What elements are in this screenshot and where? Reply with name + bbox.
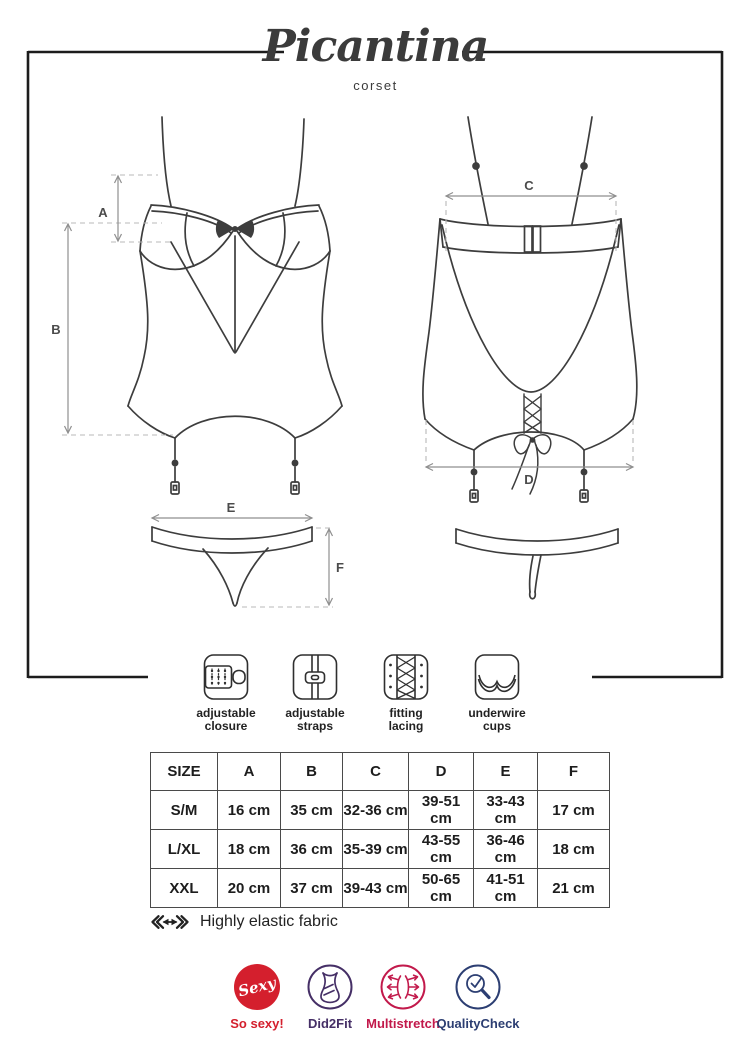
panties-front-drawing [151, 526, 313, 607]
badge-label: Multistretch [366, 1016, 440, 1031]
badge-so-sexy: Sexy So sexy! [209, 964, 305, 1031]
brand-logo: Picantina corset [0, 18, 751, 93]
measure-label-b: B [51, 322, 60, 337]
dimension-extension-lines [62, 174, 634, 608]
did2fit-icon [307, 964, 353, 1010]
col-header-f: F [537, 752, 610, 791]
col-header-b: B [280, 752, 343, 791]
col-header-a: A [217, 752, 281, 791]
garter-strap [469, 449, 479, 503]
dimension-lines [63, 174, 635, 607]
badge-did2fit: Did2Fit [282, 964, 378, 1031]
measure-label-e: E [227, 500, 236, 515]
multistretch-icon [380, 964, 426, 1010]
adjustable-closure-icon [203, 654, 249, 700]
adjustable-straps-icon [292, 654, 338, 700]
sexy-badge-icon: Sexy [234, 964, 280, 1010]
qualitycheck-icon [455, 964, 501, 1010]
col-header-c: C [342, 752, 409, 791]
garter-strap [579, 449, 589, 503]
feature-fitting-lacing: fitting lacing [361, 653, 451, 733]
feature-icons-row: adjustable closure adjustable straps [0, 653, 751, 737]
certification-badges: Sexy So sexy! Did2Fit [0, 964, 751, 1034]
table-row-lxl: L/XL 18 cm 36 cm 35-39 cm 43-55 cm 36-46… [150, 829, 610, 869]
feature-adjustable-straps: adjustable straps [270, 653, 360, 733]
page-frame [26, 50, 724, 679]
size-cell: S/M [150, 790, 218, 830]
feature-label: underwire cups [468, 706, 526, 733]
badge-multistretch: Multistretch [355, 964, 451, 1031]
garter-strap [290, 437, 300, 495]
size-table-header-row: SIZE A B C D E F [150, 752, 610, 791]
fabric-note: Highly elastic fabric [150, 913, 338, 931]
fitting-lacing-icon [383, 654, 429, 700]
panties-back-drawing [455, 528, 619, 600]
size-table: SIZE A B C D E F S/M 16 cm 35 cm 32-36 c… [150, 752, 610, 908]
badge-qualitycheck: QualityCheck [430, 964, 526, 1031]
size-cell: L/XL [150, 829, 218, 869]
feature-underwire-cups: underwire cups [452, 653, 542, 733]
table-row-sm: S/M 16 cm 35 cm 32-36 cm 39-51 cm 33-43 … [150, 790, 610, 830]
feature-adjustable-closure: adjustable closure [181, 653, 271, 733]
technical-diagram: A B C D E F [26, 50, 724, 679]
measurement-labels: A B C D E F [51, 178, 534, 575]
garter-strap [170, 437, 180, 495]
measure-label-f: F [336, 560, 344, 575]
col-header-size: SIZE [150, 752, 218, 791]
measure-label-c: C [524, 178, 534, 193]
size-cell: XXL [150, 868, 218, 908]
measure-label-d: D [524, 472, 533, 487]
fabric-note-text: Highly elastic fabric [200, 913, 338, 930]
brand-subtitle: corset [353, 78, 398, 93]
badge-label: QualityCheck [436, 1016, 520, 1031]
lacing-bow [511, 434, 552, 495]
back-view-drawing [422, 116, 638, 503]
feature-label: fitting lacing [388, 706, 424, 733]
brand-name: Picantina [262, 21, 490, 72]
badge-label: So sexy! [230, 1016, 284, 1031]
badge-label: Did2Fit [307, 1016, 353, 1031]
back-lacing [523, 393, 542, 434]
col-header-d: D [408, 752, 474, 791]
bow-decoration [215, 220, 255, 238]
feature-label: adjustable closure [196, 706, 256, 733]
col-header-e: E [473, 752, 538, 791]
elastic-arrows-icon [151, 915, 189, 929]
measure-label-a: A [98, 205, 108, 220]
front-view-drawing [127, 116, 343, 495]
table-row-xxl: XXL 20 cm 37 cm 39-43 cm 50-65 cm 41-51 … [150, 868, 610, 908]
underwire-cups-icon [474, 654, 520, 700]
feature-label: adjustable straps [285, 706, 345, 733]
